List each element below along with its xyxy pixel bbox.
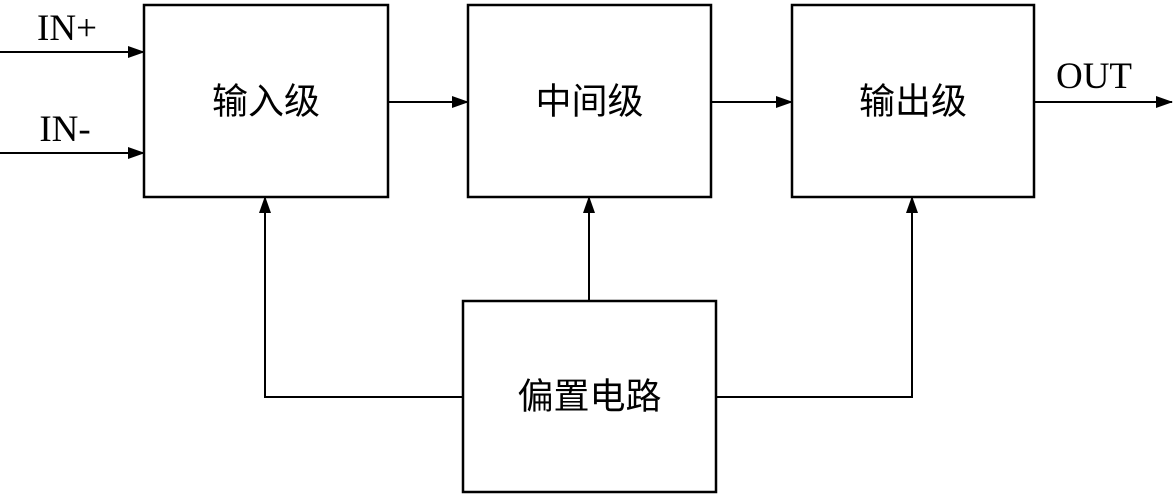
- out-label: OUT: [1056, 56, 1132, 97]
- in-minus-label: IN-: [39, 109, 90, 150]
- labels-group: 输入级 中间级 输出级 偏置电路 IN+ IN- OUT: [37, 8, 1132, 417]
- input-stage-label: 输入级: [212, 82, 320, 122]
- bias-circuit-label: 偏置电路: [517, 377, 661, 417]
- in-plus-label: IN+: [37, 8, 97, 49]
- output-stage-label: 输出级: [859, 82, 967, 122]
- wires-group: [0, 46, 1173, 398]
- bias-to-input-wire: [259, 196, 463, 398]
- middle-stage-label: 中间级: [535, 82, 643, 122]
- bias-to-output-wire: [716, 196, 918, 398]
